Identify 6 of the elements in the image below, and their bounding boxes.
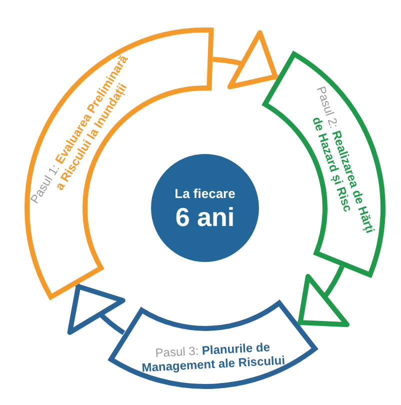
period-value: 6 ani bbox=[175, 202, 235, 232]
arrow bbox=[212, 31, 278, 92]
arrow bbox=[70, 283, 126, 336]
period-label: La fiecare bbox=[174, 184, 236, 202]
step-number: Pasul 3: bbox=[154, 344, 199, 360]
arrow bbox=[297, 265, 350, 326]
